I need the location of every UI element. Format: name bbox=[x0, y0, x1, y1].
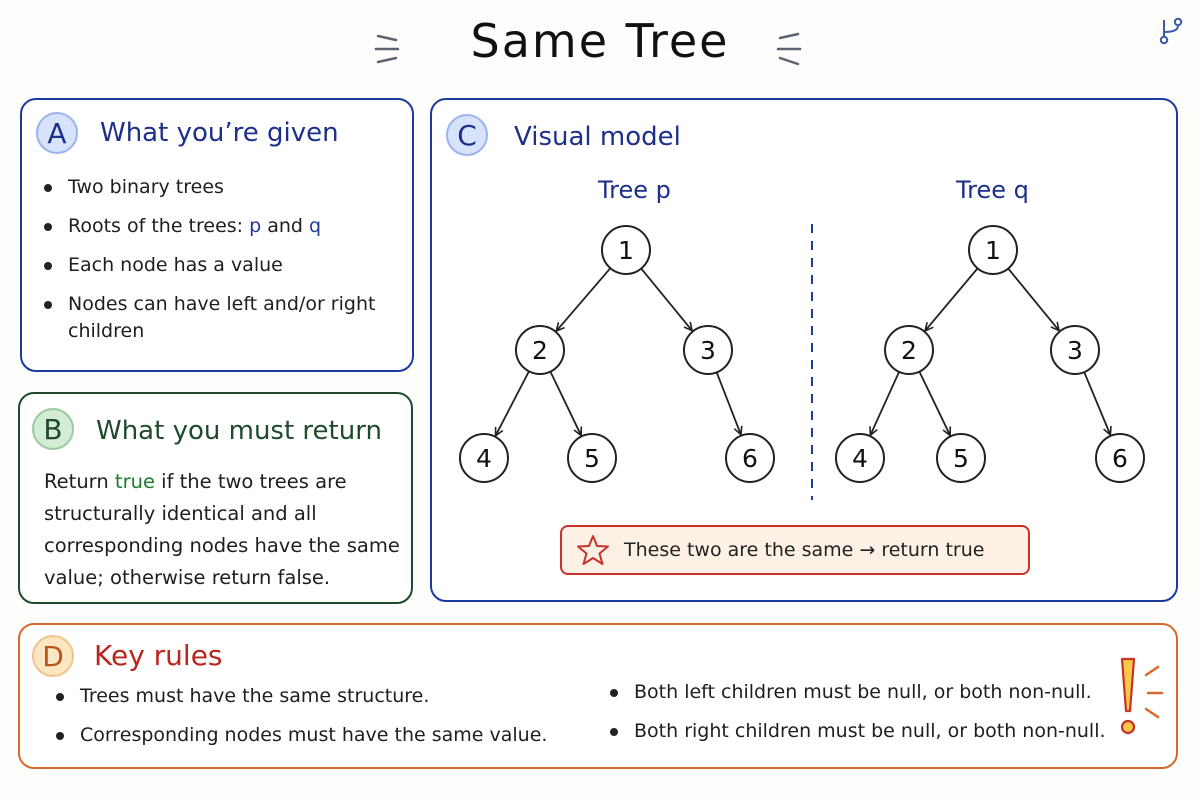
result-callout: These two are the same → return true bbox=[560, 525, 1030, 575]
tree-edge bbox=[871, 371, 900, 434]
panel-rules-heading: Key rules bbox=[94, 639, 223, 672]
tree-node-value: 1 bbox=[985, 236, 1001, 265]
badge-d: D bbox=[32, 635, 74, 677]
star-icon bbox=[577, 535, 609, 565]
root-q-label: q bbox=[309, 215, 322, 237]
panel-visual-model: C Visual model Tree p Tree q 1 2 3 4 5 6 1 2 3 4… bbox=[430, 98, 1178, 602]
panel-return: B What you must return Return true if th… bbox=[18, 392, 413, 604]
branch-icon[interactable] bbox=[1156, 16, 1186, 46]
panel-given-heading: What you’re given bbox=[100, 118, 339, 148]
list-item: Trees must have the same structure. bbox=[54, 683, 594, 710]
root-p-label: p bbox=[249, 215, 262, 237]
list-item: Nodes can have left and/or right childre… bbox=[42, 291, 402, 345]
title-left-dashes bbox=[374, 34, 400, 64]
tree-edge bbox=[557, 267, 612, 330]
rules-right-list: Both left children must be null, or both… bbox=[608, 679, 1108, 757]
tree-node-value: 3 bbox=[1067, 336, 1083, 365]
panel-key-rules: D Key rules Trees must have the same str… bbox=[18, 623, 1178, 769]
tree-node-value: 3 bbox=[700, 336, 716, 365]
tree-edge bbox=[496, 370, 530, 435]
return-description: Return true if the two trees are structu… bbox=[44, 470, 400, 589]
tree-q: 1 2 3 4 5 6 bbox=[835, 225, 1145, 483]
tree-node bbox=[936, 433, 986, 483]
tree-node bbox=[1095, 433, 1145, 483]
tree-edge bbox=[1007, 267, 1058, 330]
tree-node-value: 6 bbox=[742, 444, 758, 473]
tree-node-value: 4 bbox=[852, 444, 868, 473]
tree-edge bbox=[926, 267, 979, 330]
panel-return-heading: What you must return bbox=[96, 416, 382, 446]
tree-node bbox=[725, 433, 775, 483]
tree-q-label: Tree q bbox=[956, 176, 1029, 204]
tree-p: 1 2 3 4 5 6 bbox=[459, 225, 775, 483]
list-item: Both left children must be null, or both… bbox=[608, 679, 1108, 706]
tree-node-value: 1 bbox=[618, 236, 634, 265]
list-item: Roots of the trees: p and q bbox=[42, 213, 402, 240]
badge-b: B bbox=[32, 408, 74, 450]
tree-node bbox=[459, 433, 509, 483]
list-item: Both right children must be null, or bot… bbox=[608, 718, 1108, 745]
tree-node bbox=[1050, 325, 1100, 375]
panel-given: A What you’re given Two binary trees Roo… bbox=[20, 98, 414, 372]
tree-node bbox=[968, 225, 1018, 275]
title-right-dashes bbox=[776, 32, 802, 66]
tree-node bbox=[835, 433, 885, 483]
tree-node-value: 2 bbox=[532, 336, 548, 365]
exclamation-icon bbox=[1120, 657, 1164, 735]
tree-node-value: 2 bbox=[901, 336, 917, 365]
tree-node bbox=[515, 325, 565, 375]
badge-a: A bbox=[36, 112, 78, 154]
panel-visual-heading: Visual model bbox=[514, 122, 681, 152]
tree-node-value: 5 bbox=[584, 444, 600, 473]
list-item: Corresponding nodes must have the same v… bbox=[54, 722, 594, 749]
given-list: Two binary trees Roots of the trees: p a… bbox=[42, 174, 402, 357]
tree-node-value: 5 bbox=[953, 444, 969, 473]
callout-text: These two are the same → return true bbox=[624, 539, 985, 561]
keyword-true: true bbox=[114, 470, 155, 493]
tree-node bbox=[884, 325, 934, 375]
tree-edge bbox=[1083, 371, 1110, 434]
tree-edge bbox=[640, 267, 691, 330]
tree-edge bbox=[715, 372, 741, 433]
tree-node bbox=[601, 225, 651, 275]
list-item: Each node has a value bbox=[42, 252, 402, 279]
list-item: Two binary trees bbox=[42, 174, 402, 201]
tree-p-label: Tree p bbox=[598, 176, 671, 204]
badge-c: C bbox=[446, 114, 488, 156]
tree-node bbox=[683, 325, 733, 375]
page-title: Same Tree bbox=[470, 14, 730, 68]
tree-node-value: 6 bbox=[1112, 444, 1128, 473]
tree-edge bbox=[549, 371, 580, 435]
trees-diagram: 1 2 3 4 5 6 1 2 3 4 5 6 bbox=[459, 224, 1145, 500]
tree-edge bbox=[918, 371, 949, 435]
tree-node bbox=[567, 433, 617, 483]
tree-node-value: 4 bbox=[476, 444, 492, 473]
rules-left-list: Trees must have the same structure. Corr… bbox=[54, 683, 594, 761]
